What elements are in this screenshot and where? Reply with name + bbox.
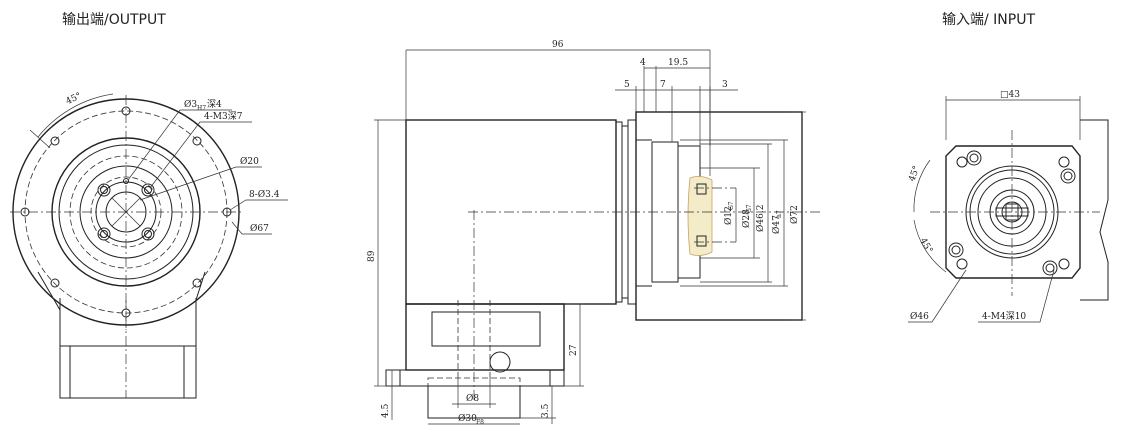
- dim-89: 89: [367, 250, 377, 262]
- dim-d28-tol: G7: [746, 204, 753, 213]
- output-heading: 输出端/OUTPUT: [62, 12, 166, 28]
- input-corner-holes: [948, 150, 1076, 276]
- pin-hole-depth: 深4: [207, 99, 222, 110]
- dim-7: 7: [660, 80, 666, 90]
- side-view: 96 4 19.5 5 7 3 Ø12 G7 Ø28 G7 Ø46.2: [367, 40, 820, 426]
- dim-d46-2: Ø46.2: [755, 205, 766, 232]
- input-heading: 输入端/ INPUT: [942, 12, 1036, 28]
- input-angle-1: 45°: [907, 165, 922, 183]
- dim-d30-tol: F8: [476, 419, 484, 426]
- dim-27: 27: [569, 344, 579, 356]
- input-view: □43 45° 45° Ø46 4-M4深10: [907, 90, 1109, 323]
- input-angle-2: 45°: [917, 237, 934, 256]
- output-thread-label: 4-M3深7: [204, 111, 243, 122]
- output-d20-label: Ø20: [240, 156, 259, 167]
- inner-threaded-holes: [97, 178, 155, 241]
- dim-96: 96: [552, 40, 564, 50]
- dim-d47-tol: h7: [776, 210, 783, 218]
- dim-4-5: 4.5: [381, 403, 391, 418]
- outer-mounting-holes: [20, 106, 232, 318]
- dim-d8: Ø8: [466, 393, 479, 404]
- dim-4: 4: [640, 58, 646, 68]
- dim-19-5: 19.5: [668, 58, 688, 68]
- output-angle-label: 45°: [64, 91, 83, 107]
- dim-3: 3: [722, 80, 728, 90]
- input-square-label: □43: [1000, 90, 1020, 100]
- input-d46-label: Ø46: [910, 311, 929, 322]
- dim-3-5: 3.5: [541, 403, 551, 418]
- dim-5: 5: [624, 80, 630, 90]
- input-thread-label: 4-M4深10: [982, 311, 1026, 322]
- pin-hole-tolerance: H7: [197, 105, 206, 112]
- dim-d28: Ø28: [741, 209, 752, 228]
- dim-d30: Ø30: [458, 413, 477, 424]
- dim-d12-tol: G7: [728, 201, 735, 210]
- output-view: 45° Ø3 H7 深4 4-M3深7 Ø20 8-Ø3.4 Ø67: [10, 91, 288, 399]
- input-square-plate: [945, 145, 1081, 279]
- dim-d72: Ø72: [789, 205, 800, 224]
- pin-hole-label: Ø3: [184, 99, 197, 110]
- output-holes-label: 8-Ø3.4: [249, 189, 280, 200]
- dim-d12: Ø12: [723, 206, 734, 225]
- dim-d47: Ø47: [771, 215, 782, 234]
- output-d67-label: Ø67: [250, 223, 269, 234]
